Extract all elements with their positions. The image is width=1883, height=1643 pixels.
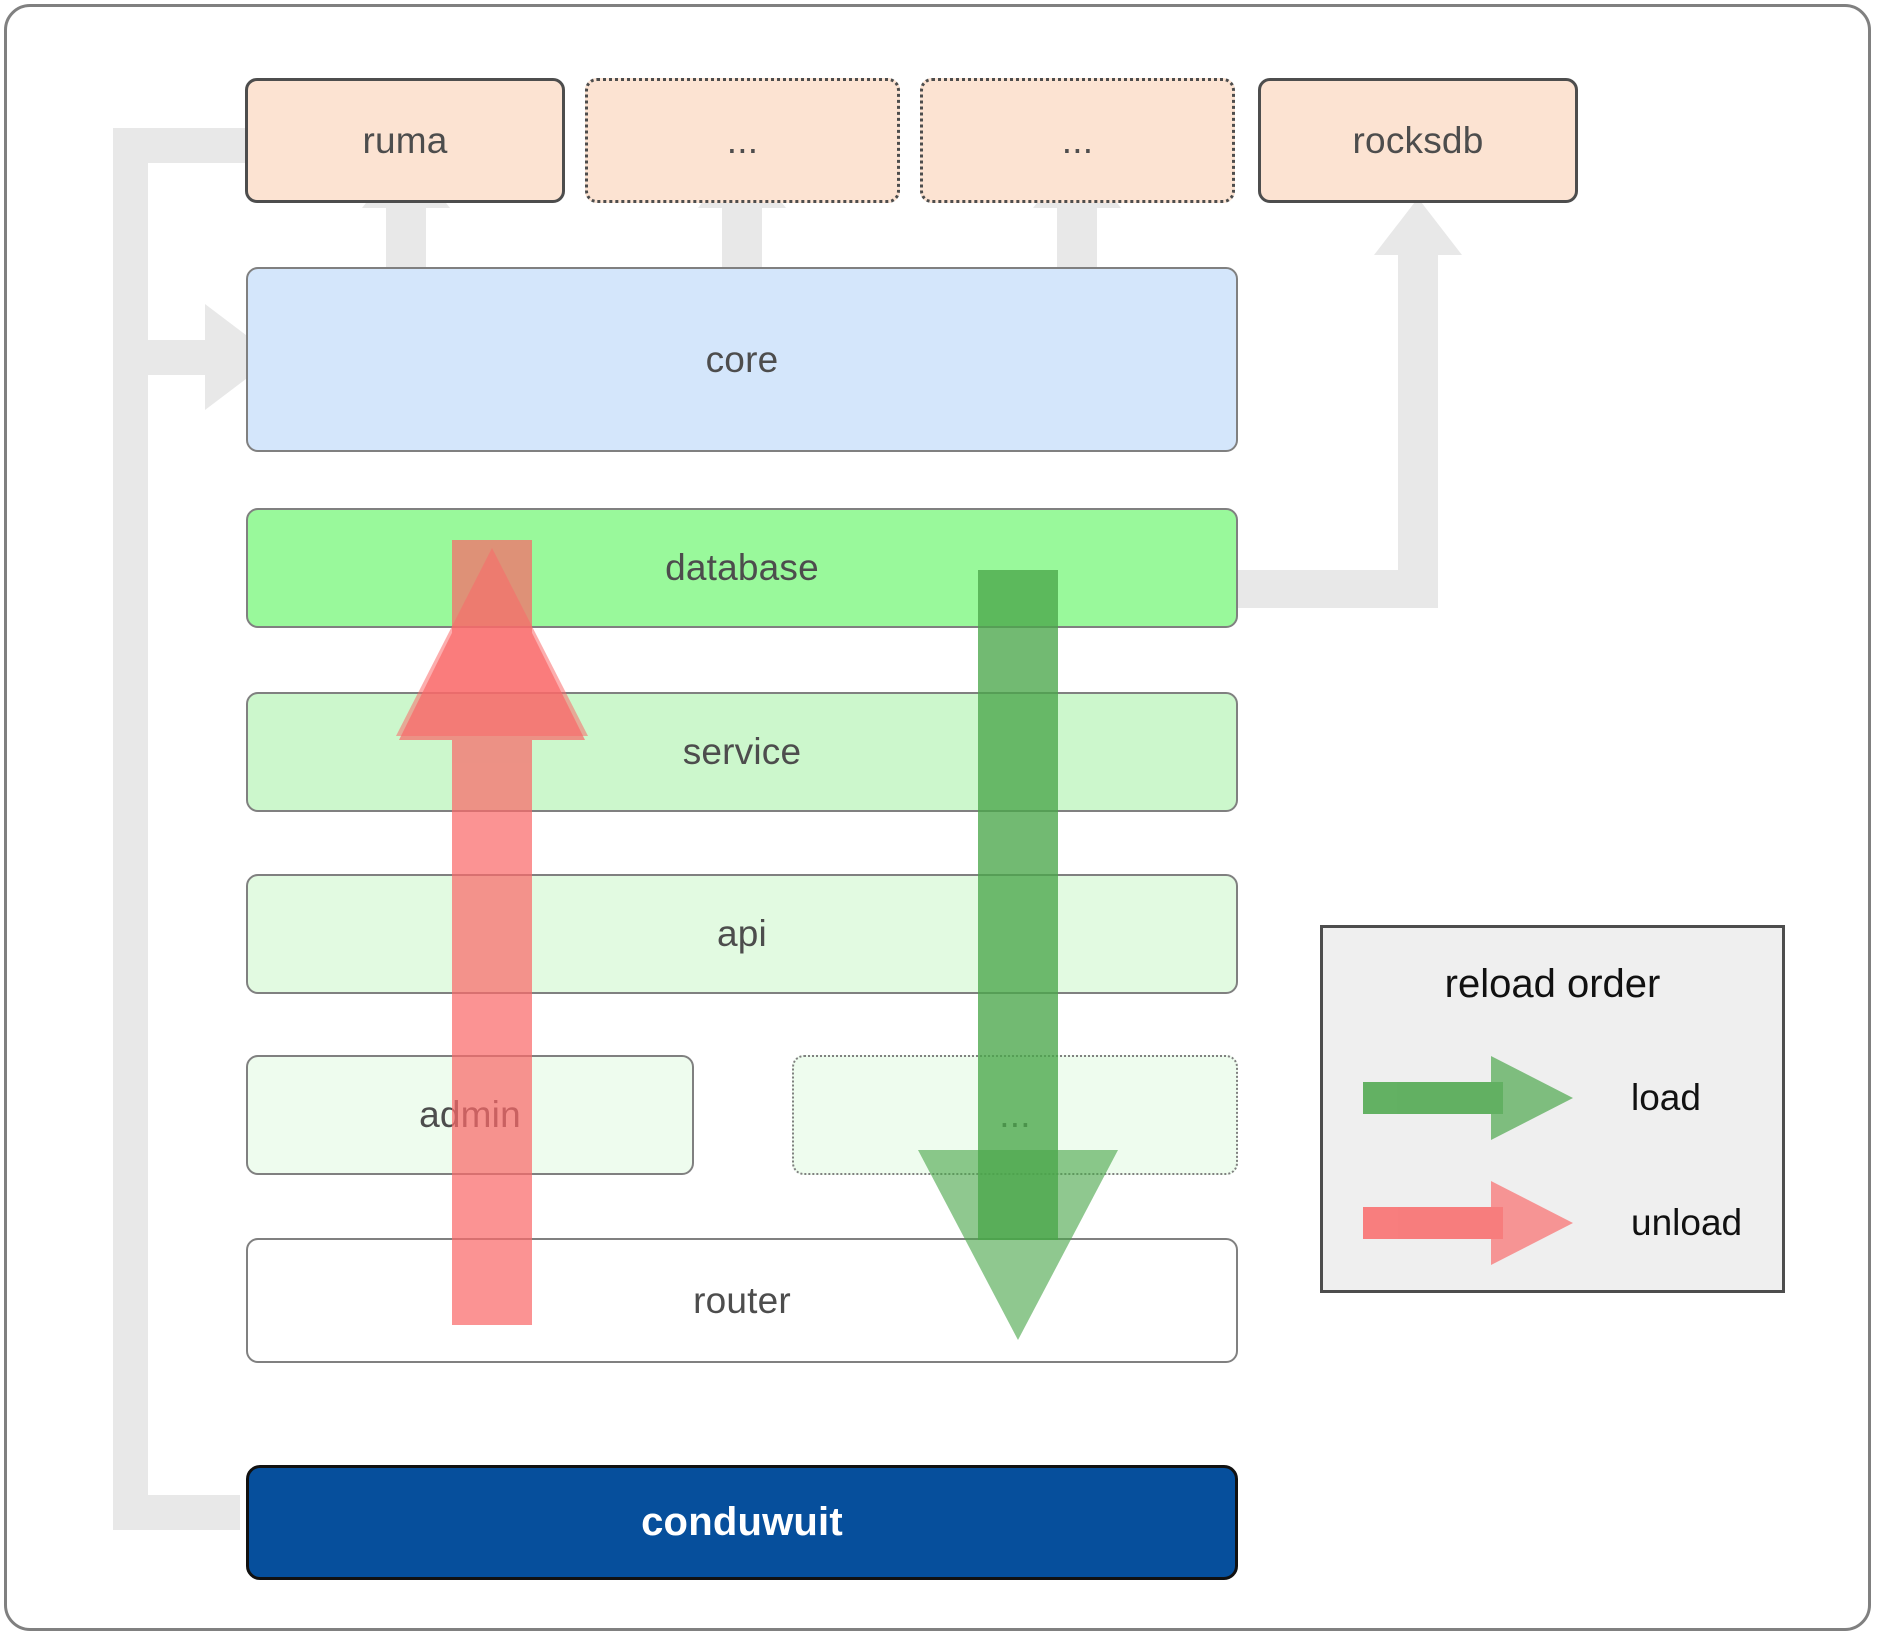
node-conduwuit[interactable]: conduwuit xyxy=(246,1465,1238,1580)
node-admin[interactable]: admin xyxy=(246,1055,694,1175)
diagram-frame xyxy=(4,4,1871,1631)
node-router-label: router xyxy=(693,1279,791,1321)
node-dots-top-1-label: ... xyxy=(726,119,759,161)
legend-panel: reload order load xyxy=(1320,925,1785,1293)
node-api-label: api xyxy=(717,913,767,954)
node-dots-mid[interactable]: ... xyxy=(792,1055,1238,1175)
node-ruma-label: ruma xyxy=(362,119,448,161)
node-dots-top-1[interactable]: ... xyxy=(585,78,900,203)
node-dots-mid-label: ... xyxy=(999,1094,1031,1135)
node-admin-label: admin xyxy=(419,1094,521,1135)
node-database[interactable]: database xyxy=(246,508,1238,628)
legend-load-arrow-icon xyxy=(1363,1056,1593,1140)
node-rocksdb[interactable]: rocksdb xyxy=(1258,78,1578,203)
node-core[interactable]: core xyxy=(246,267,1238,452)
legend-row-unload: unload xyxy=(1323,1178,1782,1268)
node-service-label: service xyxy=(682,731,802,772)
node-dots-top-2-label: ... xyxy=(1061,119,1094,161)
legend-unload-label: unload xyxy=(1631,1202,1743,1243)
legend-title: reload order xyxy=(1444,962,1661,1006)
node-router[interactable]: router xyxy=(246,1238,1238,1363)
legend-load-label: load xyxy=(1631,1077,1701,1118)
node-core-label: core xyxy=(705,338,779,380)
node-conduwuit-label: conduwuit xyxy=(641,1500,843,1544)
node-rocksdb-label: rocksdb xyxy=(1352,119,1484,161)
node-ruma[interactable]: ruma xyxy=(245,78,565,203)
node-service[interactable]: service xyxy=(246,692,1238,812)
legend-unload-arrow-icon xyxy=(1363,1181,1593,1265)
node-api[interactable]: api xyxy=(246,874,1238,994)
node-dots-top-2[interactable]: ... xyxy=(920,78,1235,203)
legend-row-load: load xyxy=(1323,1053,1782,1143)
node-database-label: database xyxy=(665,547,819,588)
